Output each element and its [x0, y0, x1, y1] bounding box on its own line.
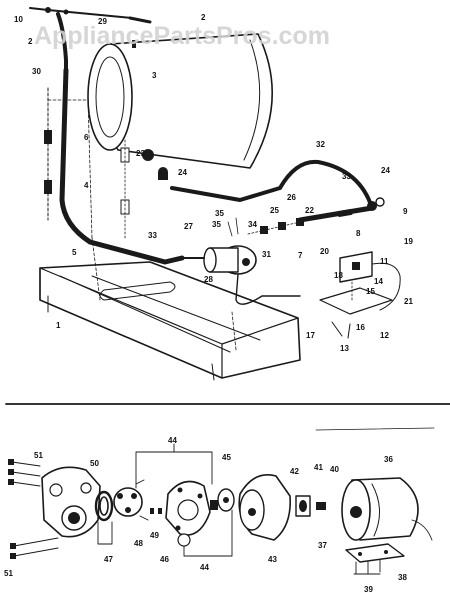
label-12: 12	[380, 331, 389, 340]
label-10: 10	[14, 15, 23, 24]
label-29: 29	[98, 17, 107, 26]
label-3: 3	[152, 71, 157, 80]
label-35-b: 35	[212, 220, 221, 229]
label-40: 40	[330, 465, 339, 474]
bracket-lines	[97, 443, 381, 575]
label-2-b: 2	[201, 13, 206, 22]
o-rings	[94, 490, 114, 522]
label-8: 8	[356, 229, 361, 238]
label-20: 20	[320, 247, 329, 256]
label-21: 21	[404, 297, 413, 306]
label-13: 13	[340, 344, 349, 353]
label-34: 34	[248, 220, 257, 229]
label-14: 14	[374, 277, 383, 286]
label-7: 7	[298, 251, 303, 260]
label-18: 18	[334, 271, 343, 280]
label-27: 27	[184, 222, 193, 231]
label-17: 17	[306, 331, 315, 340]
frame	[39, 99, 301, 381]
tank	[87, 33, 274, 169]
label-33-a: 33	[342, 172, 351, 181]
switch-bracket	[319, 251, 401, 339]
housing-plate	[165, 480, 218, 547]
label-36: 36	[384, 455, 393, 464]
bearing-seal	[295, 495, 326, 517]
label-2-a: 2	[28, 37, 33, 46]
label-22: 22	[305, 206, 314, 215]
label-44-b: 44	[200, 563, 209, 572]
spray-hose	[29, 7, 185, 265]
label-11: 11	[380, 257, 389, 266]
label-24-a: 24	[178, 168, 187, 177]
label-6: 6	[84, 133, 89, 142]
pump-motor	[181, 245, 301, 305]
cam	[217, 488, 235, 512]
label-49: 49	[150, 531, 159, 540]
label-37: 37	[318, 541, 327, 550]
label-23: 23	[136, 149, 145, 158]
watermark: AppliancePartsPros.com	[34, 22, 330, 50]
label-47: 47	[104, 555, 113, 564]
label-25: 25	[270, 206, 279, 215]
motor-bracket	[345, 543, 405, 575]
motor-end-bell	[238, 474, 291, 541]
label-4: 4	[84, 181, 89, 190]
fittings-chain	[227, 197, 385, 237]
label-9: 9	[403, 207, 408, 216]
motor	[341, 477, 433, 541]
label-15: 15	[366, 287, 375, 296]
small-screws	[150, 508, 162, 514]
label-26: 26	[287, 193, 296, 202]
pump-head	[8, 459, 101, 559]
label-43: 43	[268, 555, 277, 564]
label-51-a: 51	[34, 451, 43, 460]
label-45: 45	[222, 453, 231, 462]
label-38: 38	[398, 573, 407, 582]
label-30: 30	[32, 67, 41, 76]
label-46: 46	[160, 555, 169, 564]
label-39: 39	[364, 585, 373, 594]
hose-clips	[44, 87, 130, 241]
label-19: 19	[404, 237, 413, 246]
label-48: 48	[134, 539, 143, 548]
label-16: 16	[356, 323, 365, 332]
label-32: 32	[316, 140, 325, 149]
label-35-a: 35	[215, 209, 224, 218]
outlet-hose	[142, 149, 374, 210]
label-5: 5	[72, 248, 77, 257]
label-42: 42	[290, 467, 299, 476]
label-28: 28	[204, 275, 213, 284]
part-labels: 10 2 2 29 3 30 6 23 24 4 32 33 24 26 25 …	[4, 13, 413, 594]
label-1: 1	[56, 321, 61, 330]
label-50: 50	[90, 459, 99, 468]
valve-assembly	[113, 479, 149, 521]
label-24-b: 24	[381, 166, 390, 175]
label-31: 31	[262, 250, 271, 259]
label-33-b: 33	[148, 231, 157, 240]
label-41: 41	[314, 463, 323, 472]
label-51-b: 51	[4, 569, 13, 578]
label-44-a: 44	[168, 436, 177, 445]
